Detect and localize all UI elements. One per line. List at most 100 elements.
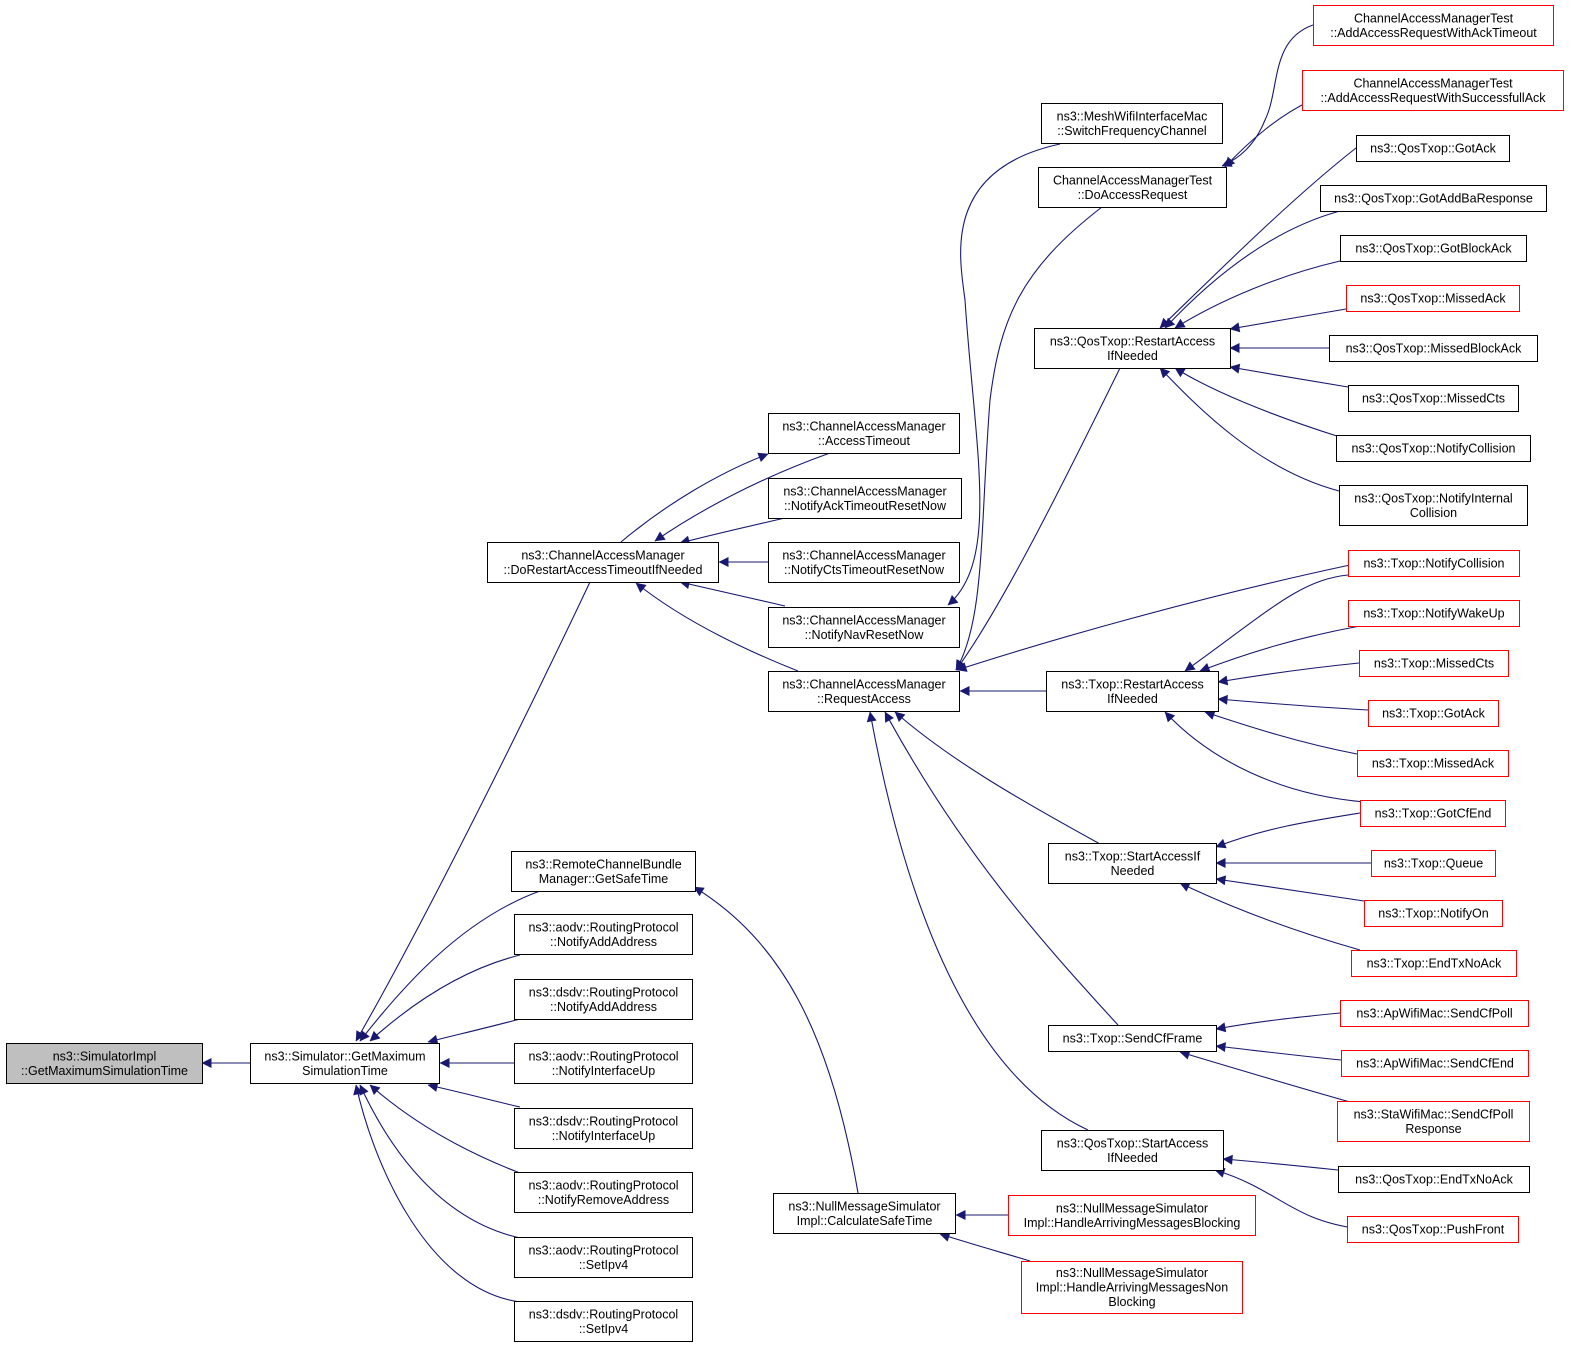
node-txop-wakeup[interactable]: ns3::Txop::NotifyWakeUp xyxy=(1348,600,1520,627)
node-label-line: ns3::aodv::RoutingProtocol xyxy=(528,1178,678,1192)
node-cam-dorestart[interactable]: ns3::ChannelAccessManager::DoRestartAcce… xyxy=(487,542,719,583)
node-label-line: SimulationTime xyxy=(302,1064,388,1078)
node-camt-success[interactable]: ChannelAccessManagerTest::AddAccessReque… xyxy=(1302,70,1564,111)
node-box xyxy=(1329,335,1538,362)
node-label-line: ns3::ChannelAccessManager xyxy=(782,419,945,433)
node-label-line: ns3::Txop::EndTxNoAck xyxy=(1367,957,1503,971)
node-label-line: ns3::Txop::NotifyWakeUp xyxy=(1363,607,1504,621)
call-edge-aodv_setipv4-to-sim_getmax xyxy=(359,1084,521,1239)
node-label-line: ns3::aodv::RoutingProtocol xyxy=(528,1243,678,1257)
node-qos-missedcts[interactable]: ns3::QosTxop::MissedCts xyxy=(1348,385,1519,412)
node-qos-gotblock[interactable]: ns3::QosTxop::GotBlockAck xyxy=(1340,235,1527,262)
call-edge-txop_gotcfend-to-txop_startaccess xyxy=(1215,812,1361,849)
node-label-line: Impl::HandleArrivingMessagesBlocking xyxy=(1024,1216,1241,1230)
node-label-line: Impl::CalculateSafeTime xyxy=(797,1214,933,1228)
node-label-line: ::SetIpv4 xyxy=(579,1322,628,1336)
node-dsdv-notifyadd[interactable]: ns3::dsdv::RoutingProtocol::NotifyAddAdd… xyxy=(514,979,693,1020)
node-box xyxy=(1302,70,1564,111)
node-nms-calcsafe[interactable]: ns3::NullMessageSimulatorImpl::Calculate… xyxy=(773,1193,956,1234)
call-edge-qos_notifyint-to-qos_restart xyxy=(1159,367,1340,492)
node-aodv-ifup[interactable]: ns3::aodv::RoutingProtocol::NotifyInterf… xyxy=(514,1043,693,1084)
node-txop-missedack[interactable]: ns3::Txop::MissedAck xyxy=(1357,750,1509,777)
call-edge-dsdv_setipv4-to-sim_getmax xyxy=(353,1084,521,1303)
node-label-line: ns3::MeshWifiInterfaceMac xyxy=(1057,109,1208,123)
node-label-line: ns3::QosTxop::GotAddBaResponse xyxy=(1334,192,1533,206)
node-txop-notifyon[interactable]: ns3::Txop::NotifyOn xyxy=(1364,900,1503,927)
node-cam-request[interactable]: ns3::ChannelAccessManager::RequestAccess xyxy=(768,671,960,712)
node-label-line: ns3::Simulator::GetMaximum xyxy=(264,1049,425,1063)
node-label-line: ns3::QosTxop::MissedCts xyxy=(1362,392,1505,406)
node-mesh-switch[interactable]: ns3::MeshWifiInterfaceMac::SwitchFrequen… xyxy=(1041,103,1223,144)
node-cam-accesstimeout[interactable]: ns3::ChannelAccessManager::AccessTimeout xyxy=(768,413,960,454)
node-box xyxy=(1340,1000,1529,1027)
node-label-line: ::DoAccessRequest xyxy=(1078,188,1188,202)
node-txop-gotcfend[interactable]: ns3::Txop::GotCfEnd xyxy=(1360,800,1506,827)
node-qos-endtx[interactable]: ns3::QosTxop::EndTxNoAck xyxy=(1338,1166,1530,1193)
node-qos-gotaddba[interactable]: ns3::QosTxop::GotAddBaResponse xyxy=(1320,185,1547,212)
node-box xyxy=(514,914,693,955)
node-box xyxy=(514,1237,693,1278)
node-cam-notifyack[interactable]: ns3::ChannelAccessManager::NotifyAckTime… xyxy=(768,478,962,519)
node-label-line: ::AccessTimeout xyxy=(818,434,910,448)
call-edge-camt_ackto-to-camt_doaccess xyxy=(1221,24,1314,167)
node-qos-missedack[interactable]: ns3::QosTxop::MissedAck xyxy=(1346,285,1520,312)
node-txop-sendcf[interactable]: ns3::Txop::SendCfFrame xyxy=(1048,1025,1217,1052)
node-qos-pushfront[interactable]: ns3::QosTxop::PushFront xyxy=(1347,1216,1519,1243)
node-box xyxy=(773,1193,956,1234)
node-dsdv-ifup[interactable]: ns3::dsdv::RoutingProtocol::NotifyInterf… xyxy=(514,1108,693,1149)
node-box xyxy=(1038,167,1227,208)
node-txop-notifycoll[interactable]: ns3::Txop::NotifyCollision xyxy=(1348,550,1520,577)
node-box xyxy=(1313,5,1554,46)
node-box xyxy=(768,607,960,648)
node-box xyxy=(1336,435,1531,462)
node-label-line: ChannelAccessManagerTest xyxy=(1353,76,1513,90)
node-camt-ackto[interactable]: ChannelAccessManagerTest::AddAccessReque… xyxy=(1313,5,1554,46)
node-label-line: ::NotifyAckTimeoutResetNow xyxy=(784,499,947,513)
node-txop-missedcts[interactable]: ns3::Txop::MissedCts xyxy=(1359,650,1509,677)
node-ap-sendcfend[interactable]: ns3::ApWifiMac::SendCfEnd xyxy=(1341,1050,1529,1077)
node-aodv-remove[interactable]: ns3::aodv::RoutingProtocol::NotifyRemove… xyxy=(514,1172,693,1213)
node-sim-getmax[interactable]: ns3::Simulator::GetMaximumSimulationTime xyxy=(250,1043,440,1084)
call-edge-sta_sendcfpoll-to-txop_sendcf xyxy=(1179,1049,1351,1103)
call-edge-cam_dorestart-to-cam_accesstimeout xyxy=(620,452,769,543)
node-txop-endtx[interactable]: ns3::Txop::EndTxNoAck xyxy=(1351,950,1517,977)
node-nms-nonblocking[interactable]: ns3::NullMessageSimulatorImpl::HandleArr… xyxy=(1021,1261,1243,1314)
call-edge-nms_nonblocking-to-nms_calcsafe xyxy=(939,1232,1031,1262)
node-aodv-setipv4[interactable]: ns3::aodv::RoutingProtocol::SetIpv4 xyxy=(514,1237,693,1278)
call-edge-camt_success-to-camt_doaccess xyxy=(1224,100,1311,168)
node-label-line: Impl::HandleArrivingMessagesNon xyxy=(1036,1281,1228,1295)
node-nms-blocking[interactable]: ns3::NullMessageSimulatorImpl::HandleArr… xyxy=(1008,1195,1256,1236)
node-qos-notifycoll[interactable]: ns3::QosTxop::NotifyCollision xyxy=(1336,435,1531,462)
node-txop-queue[interactable]: ns3::Txop::Queue xyxy=(1371,850,1496,877)
node-aodv-notifyadd[interactable]: ns3::aodv::RoutingProtocol::NotifyAddAdd… xyxy=(514,914,693,955)
node-camt-doaccess[interactable]: ChannelAccessManagerTest::DoAccessReques… xyxy=(1038,167,1227,208)
node-label-line: ns3::Txop::NotifyCollision xyxy=(1363,557,1504,571)
node-qos-gotack[interactable]: ns3::QosTxop::GotAck xyxy=(1356,135,1510,162)
node-box xyxy=(768,413,960,454)
node-cam-notifynav[interactable]: ns3::ChannelAccessManager::NotifyNavRese… xyxy=(768,607,960,648)
node-label-line: ns3::NullMessageSimulator xyxy=(788,1199,940,1213)
node-dsdv-setipv4[interactable]: ns3::dsdv::RoutingProtocol::SetIpv4 xyxy=(514,1301,693,1342)
node-label-line: ns3::Txop::SendCfFrame xyxy=(1063,1032,1203,1046)
node-rcbm-getsafe[interactable]: ns3::RemoteChannelBundleManager::GetSafe… xyxy=(511,851,696,892)
node-box xyxy=(1341,1050,1529,1077)
node-ap-sendcfpoll[interactable]: ns3::ApWifiMac::SendCfPoll xyxy=(1340,1000,1529,1027)
node-box xyxy=(1008,1195,1256,1236)
node-box xyxy=(1348,600,1520,627)
node-box xyxy=(1364,900,1503,927)
node-label-line: ns3::ChannelAccessManager xyxy=(782,548,945,562)
node-qos-missedblock[interactable]: ns3::QosTxop::MissedBlockAck xyxy=(1329,335,1538,362)
node-box xyxy=(6,1043,203,1084)
node-cam-notifycts[interactable]: ns3::ChannelAccessManager::NotifyCtsTime… xyxy=(768,542,960,583)
call-edge-txop_gotcfend-to-txop_restart xyxy=(1164,711,1366,803)
node-txop-gotack[interactable]: ns3::Txop::GotAck xyxy=(1368,700,1499,727)
call-edge-dsdv_ifup-to-sim_getmax xyxy=(427,1082,521,1108)
node-box xyxy=(250,1043,440,1084)
